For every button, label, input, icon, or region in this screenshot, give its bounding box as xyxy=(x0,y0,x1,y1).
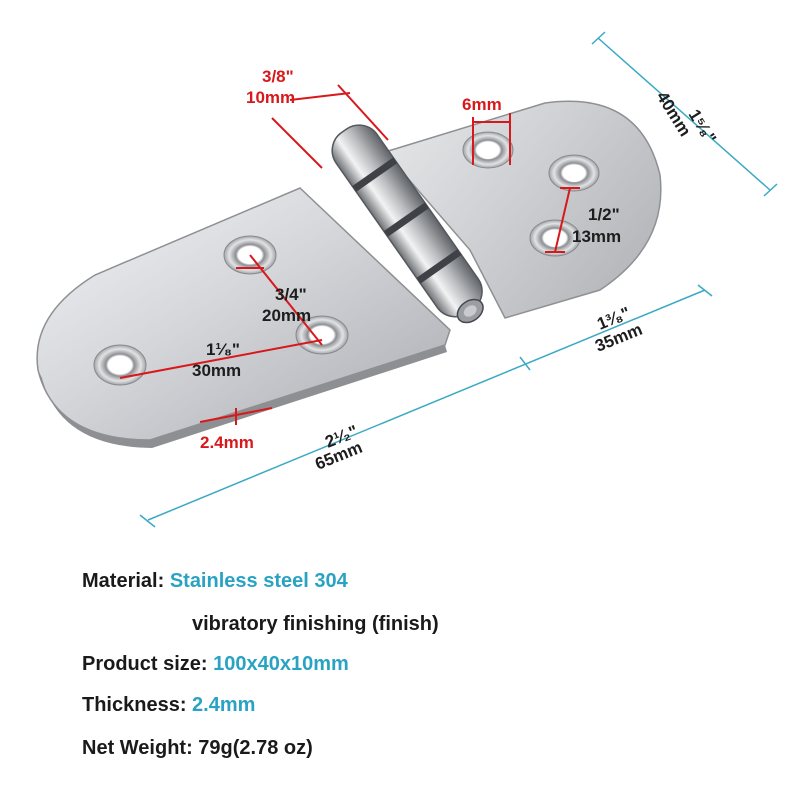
hole-diameter: 6mm xyxy=(462,95,502,114)
hinge-right-leaf xyxy=(383,100,662,319)
red-dimension-lines xyxy=(119,84,580,425)
spec-thickness-label: Thickness: xyxy=(82,694,187,716)
spec-thickness: Thickness: 2.4mm xyxy=(82,694,255,717)
pin-diameter-mm: 10mm xyxy=(246,88,295,107)
spec-weight: Net Weight: 79g(2.78 oz) xyxy=(82,737,313,760)
thickness-label: 2.4mm xyxy=(200,433,254,452)
spec-size-value: 100x40x10mm xyxy=(213,653,349,675)
spec-material: Material: Stainless steel 304 xyxy=(82,570,348,593)
spec-material-label: Material: xyxy=(82,570,165,592)
spec-finish: vibratory finishing (finish) xyxy=(192,613,439,636)
spec-weight-label: Net Weight: xyxy=(82,737,193,759)
pin-diameter-in: 3/8" xyxy=(262,67,294,86)
spec-finish-value: vibratory finishing (finish) xyxy=(192,613,439,635)
hole-spacing-mid-in: 3/4" xyxy=(275,285,307,304)
spec-material-value: Stainless steel 304 xyxy=(169,570,348,592)
hole-spacing-small-mm: 13mm xyxy=(572,227,621,246)
hole-spacing-large-mm: 30mm xyxy=(192,361,241,380)
hole-spacing-mid-mm: 20mm xyxy=(262,306,311,325)
spec-weight-value: 79g(2.78 oz) xyxy=(198,737,313,759)
spec-size-label: Product size: xyxy=(82,653,208,675)
spec-size: Product size: 100x40x10mm xyxy=(82,653,349,676)
hinge-knuckle xyxy=(331,124,484,324)
hole-right-1 xyxy=(462,131,514,169)
hole-left-3 xyxy=(93,344,147,386)
hole-right-2 xyxy=(548,154,600,192)
hole-spacing-small-in: 1/2" xyxy=(588,205,620,224)
spec-thickness-value: 2.4mm xyxy=(192,694,256,716)
hole-spacing-large-in: 1¹⁄₈" xyxy=(206,340,240,359)
blue-dimension-lines xyxy=(139,31,778,528)
